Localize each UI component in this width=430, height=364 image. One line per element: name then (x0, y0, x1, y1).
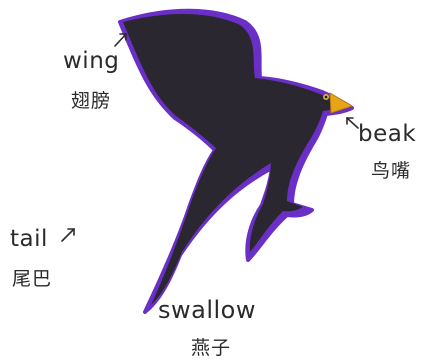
swallow-body (123, 14, 345, 306)
swallow-beak (329, 92, 354, 114)
tail-label: tail (10, 226, 48, 252)
beak-label-chinese: 鸟嘴 (371, 160, 412, 182)
beak-label: beak (358, 121, 417, 147)
swallow-eye-pupil (324, 95, 328, 99)
wing-label: wing (63, 48, 120, 74)
tail-label-chinese: 尾巴 (12, 268, 53, 290)
title-label-chinese: 燕子 (191, 337, 232, 359)
beak-pointer-arrow (346, 117, 359, 129)
title-label: swallow (158, 296, 256, 324)
wing-pointer-arrow (114, 33, 127, 47)
tail-pointer-arrow (61, 228, 75, 242)
wing-label-chinese: 翅膀 (71, 90, 112, 112)
